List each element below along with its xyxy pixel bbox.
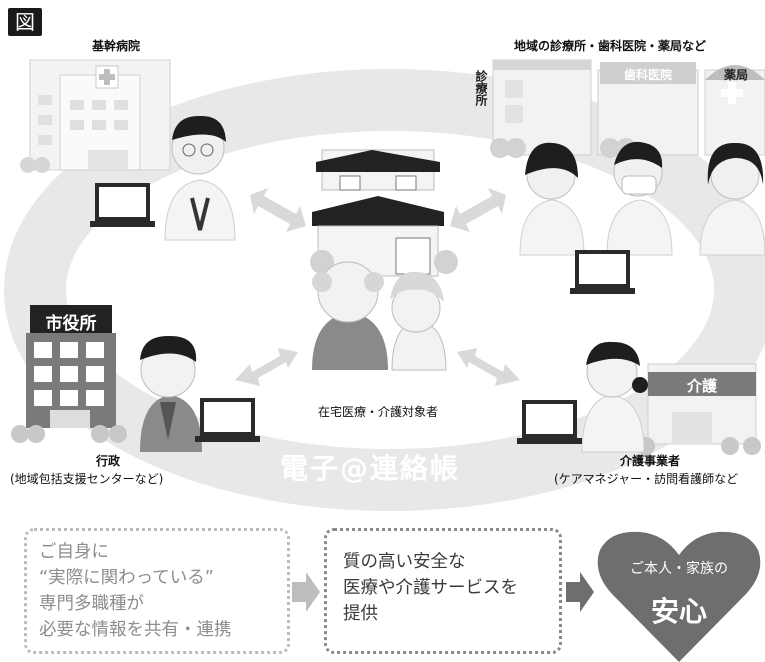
arrow-bottomleft-icon (235, 348, 298, 386)
care-sign: 介護 (686, 377, 717, 395)
laptop-icon (517, 400, 582, 444)
network-name: 電子@連絡帳 (280, 452, 461, 485)
pharmacy-sign: 薬局 (723, 68, 748, 82)
elderly-couple (312, 261, 447, 371)
service-box: 質の高い安全な 医療や介護サービスを 提供 (324, 528, 562, 654)
hospital-building (20, 59, 171, 173)
care-facility-building (637, 363, 761, 455)
laptop-icon (90, 183, 155, 227)
caregiver-figure (581, 341, 648, 453)
clinic-buildings (490, 59, 765, 158)
sharing-line: 専門多職種が (39, 594, 144, 614)
sharing-line: ご自身に (39, 542, 109, 562)
service-line: 医療や介護サービスを (343, 578, 518, 598)
doctor-figure (164, 115, 236, 241)
arrow-bottomright-icon (457, 348, 520, 386)
official-figure (140, 335, 202, 452)
laptop-icon (570, 250, 635, 294)
clinics-label: 地域の診療所・歯科医院・薬局など (514, 39, 707, 53)
heart-shape (597, 531, 761, 662)
service-line: 質の高い安全な (343, 552, 466, 572)
care-provider-sublabel: (ケアマネジャー・訪問看護師など (554, 472, 739, 486)
home-building (310, 149, 458, 277)
figure-badge: 図 (8, 8, 42, 36)
arrow-right-icon (566, 572, 594, 612)
laptop-icon (195, 398, 260, 442)
heart-title: 安心 (650, 595, 707, 628)
patient-label: 在宅医療・介護対象者 (318, 405, 439, 419)
sharing-line: “実際に関わっている” (39, 568, 214, 588)
arrow-right-icon (292, 572, 320, 612)
arrow-topright-icon (450, 188, 506, 232)
government-label: 行政 (96, 454, 121, 468)
heart-caption: ご本人・家族の (630, 561, 728, 577)
hospital-label: 基幹病院 (92, 39, 141, 53)
clinic-sign: 診療所 (474, 70, 488, 106)
care-provider-label: 介護事業者 (620, 454, 681, 468)
city-hall-building (11, 305, 127, 443)
connection-arrows (235, 188, 520, 386)
clinic-staff (519, 141, 765, 256)
cityhall-sign: 市役所 (45, 314, 97, 334)
sharing-line: 必要な情報を共有・連携 (39, 620, 232, 640)
service-line: 提供 (343, 604, 378, 624)
government-sublabel: (地域包括支援センターなど) (10, 472, 164, 486)
dental-sign: 歯科医院 (623, 68, 672, 82)
sharing-box: ご自身に “実際に関わっている” 専門多職種が 必要な情報を共有・連携 (24, 528, 290, 654)
arrow-topleft-icon (250, 188, 306, 232)
network-ring (4, 69, 765, 511)
